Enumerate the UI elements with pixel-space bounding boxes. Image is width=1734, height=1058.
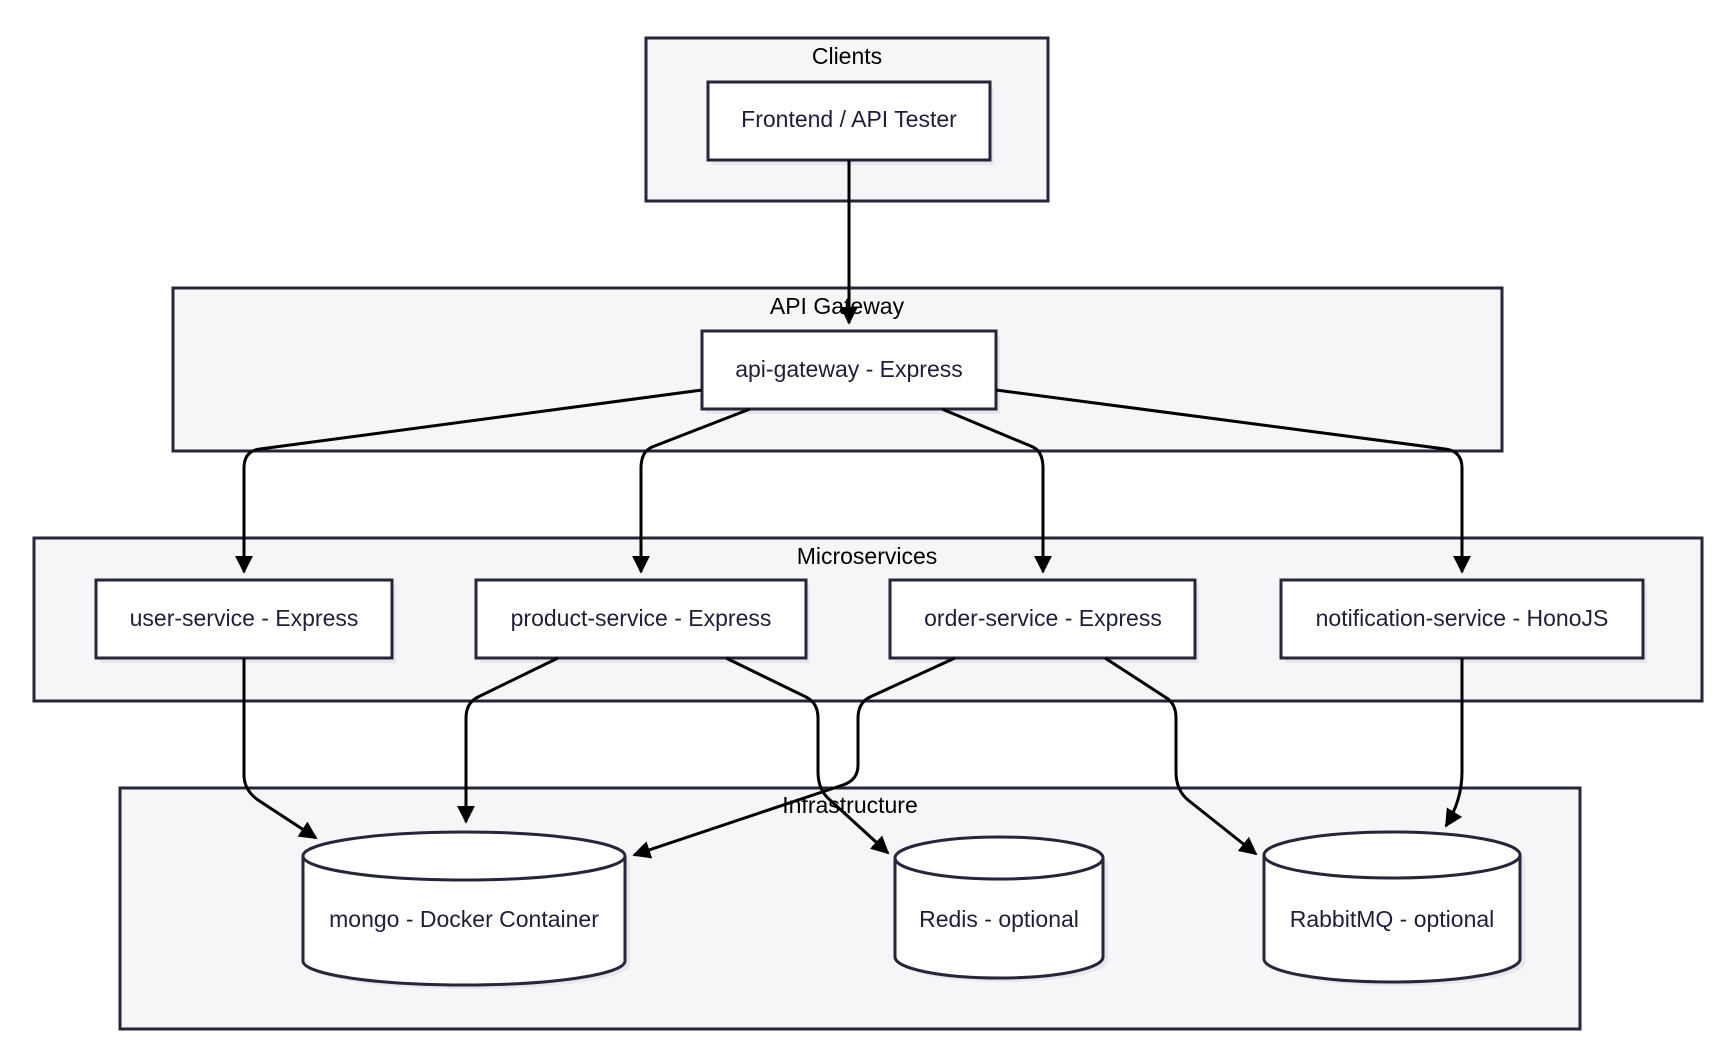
edge-product-service-to-mongo xyxy=(457,656,559,824)
node-rabbitmq[interactable]: RabbitMQ - optional xyxy=(1262,830,1525,986)
node-label-frontend: Frontend / API Tester xyxy=(741,106,957,132)
node-label-api-gateway: api-gateway - Express xyxy=(735,356,963,382)
node-label-product-service: product-service - Express xyxy=(511,605,772,631)
node-user-service[interactable]: user-service - Express xyxy=(94,578,396,663)
node-order-service[interactable]: order-service - Express xyxy=(888,578,1199,663)
edge-notification-service-to-rabbitmq xyxy=(1444,658,1464,828)
edge-product-service-to-redis xyxy=(725,656,890,855)
group-label-clients: Clients xyxy=(812,43,882,69)
node-mongo[interactable]: mongo - Docker Container xyxy=(301,830,630,989)
group-label-gateway: API Gateway xyxy=(770,293,905,319)
edge-order-service-to-mongo xyxy=(632,656,956,859)
edge-gateway-to-notification-service xyxy=(995,388,1471,574)
node-notification-service[interactable]: notification-service - HonoJS xyxy=(1279,578,1647,663)
group-label-microservices: Microservices xyxy=(797,543,938,569)
node-label-notification-service: notification-service - HonoJS xyxy=(1316,605,1609,631)
edge-gateway-to-user-service xyxy=(235,388,703,574)
group-label-infrastructure: Infrastructure xyxy=(782,792,918,818)
node-redis[interactable]: Redis - optional xyxy=(893,835,1108,982)
edge-gateway-to-order-service xyxy=(941,407,1052,574)
node-product-service[interactable]: product-service - Express xyxy=(474,578,810,663)
node-label-rabbitmq: RabbitMQ - optional xyxy=(1290,906,1495,932)
node-api-gateway[interactable]: api-gateway - Express xyxy=(700,329,1000,414)
edge-user-service-to-mongo xyxy=(242,658,318,840)
edge-order-service-to-rabbitmq xyxy=(1104,656,1258,856)
node-label-user-service: user-service - Express xyxy=(130,605,359,631)
edge-gateway-to-product-service xyxy=(632,407,751,574)
node-frontend[interactable]: Frontend / API Tester xyxy=(706,80,994,165)
node-label-order-service: order-service - Express xyxy=(924,605,1162,631)
node-label-mongo: mongo - Docker Container xyxy=(329,906,599,932)
node-label-redis: Redis - optional xyxy=(919,906,1079,932)
